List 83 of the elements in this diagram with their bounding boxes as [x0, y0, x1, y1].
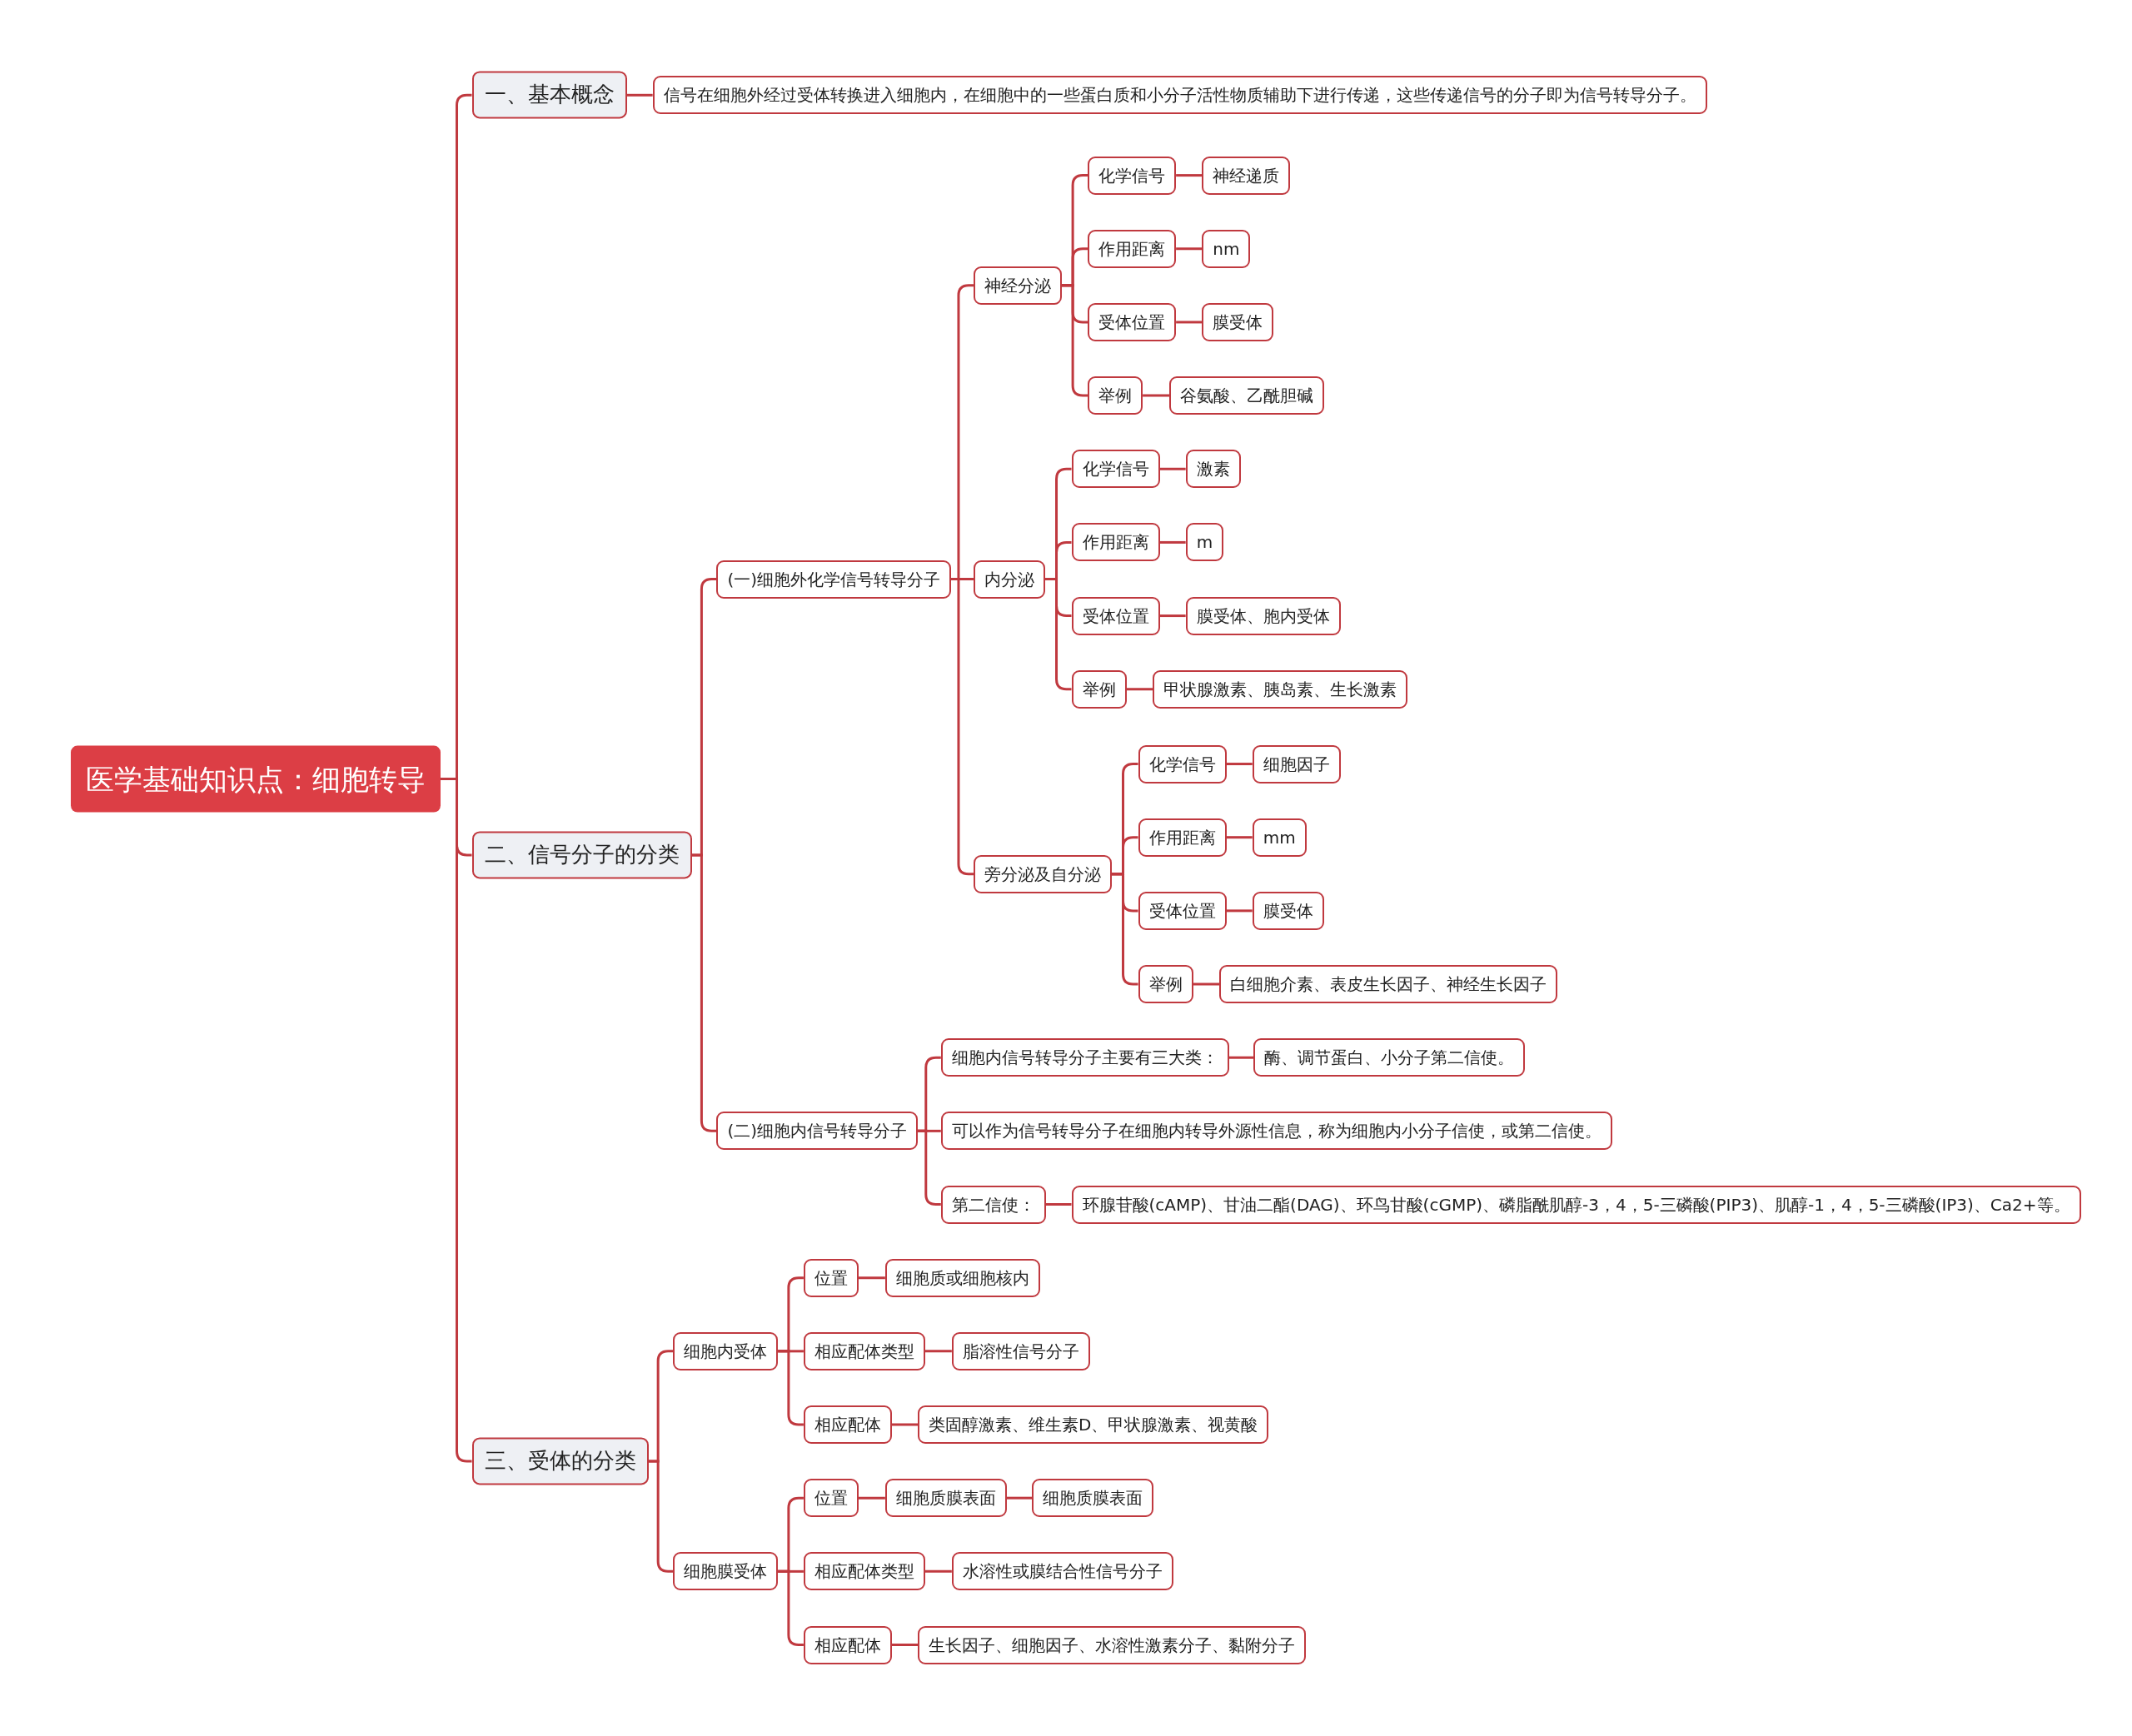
topic-box: 作用距离	[1138, 818, 1227, 857]
topic-box: 化学信号	[1138, 744, 1227, 783]
topic-box: (一)细胞外化学信号转导分子	[716, 560, 951, 599]
topic-box: 作用距离	[1071, 523, 1160, 562]
central-topic: 医学基础知识点：细胞转导	[70, 745, 441, 813]
topic-box: 细胞因子	[1252, 744, 1341, 783]
topic-box: 神经递质	[1202, 156, 1291, 195]
connector-line	[1228, 1056, 1254, 1059]
topic-box: 生长因子、细胞因子、水溶性激素分子、黏附分子	[918, 1625, 1307, 1664]
connector-line	[1159, 540, 1186, 544]
main-topic-box: 一、基本概念	[471, 71, 627, 119]
topic-box: 细胞质或细胞核内	[884, 1258, 1040, 1297]
topic-box: nm	[1202, 229, 1251, 268]
topic-box: 水溶性或膜结合性信号分子	[951, 1552, 1173, 1591]
connector-line	[924, 1350, 952, 1353]
topic-box: 相应配体类型	[803, 1331, 925, 1370]
connector-line	[1176, 321, 1203, 324]
topic-box: 举例	[1138, 965, 1193, 1004]
topic-box: 膜受体	[1252, 891, 1324, 930]
topic-box: 白细胞介素、表皮生长因子、神经生长因子	[1219, 965, 1558, 1004]
topic-box: 受体位置	[1088, 302, 1177, 341]
topic-box: 谷氨酸、乙酰胆碱	[1169, 376, 1325, 415]
topic-box: 膜受体、胞内受体	[1185, 596, 1341, 635]
topic-box: 细胞质膜表面	[884, 1479, 1007, 1518]
topic-box: mm	[1252, 818, 1307, 857]
connector-line	[778, 1350, 804, 1426]
topic-box: 细胞内受体	[673, 1331, 779, 1370]
connector-line	[1111, 873, 1138, 986]
connector-line	[1045, 1203, 1072, 1206]
topic-box: 化学信号	[1088, 156, 1177, 195]
topic-box: 酶、调节蛋白、小分子第二信使。	[1253, 1038, 1526, 1077]
topic-box: 作用距离	[1088, 229, 1177, 268]
connector-line	[858, 1276, 885, 1280]
connector-line	[1061, 284, 1088, 397]
connector-line	[1193, 982, 1220, 986]
topic-box: 相应配体	[803, 1405, 892, 1444]
topic-box: 神经分泌	[973, 266, 1062, 305]
topic-box: 细胞膜受体	[673, 1552, 779, 1591]
topic-box: 激素	[1185, 450, 1241, 489]
connector-line	[626, 93, 653, 97]
topic-box: 第二信使：	[940, 1185, 1046, 1224]
connector-line	[1159, 614, 1186, 618]
topic-box: 类固醇激素、维生素D、甲状腺激素、视黄酸	[918, 1405, 1269, 1444]
connector-line	[1226, 836, 1253, 839]
connector-line	[1126, 688, 1153, 691]
topic-box: 甲状腺激素、胰岛素、生长激素	[1153, 669, 1408, 709]
topic-box: 细胞内信号转导分子主要有三大类：	[940, 1038, 1229, 1077]
main-topic-box: 三、受体的分类	[471, 1437, 649, 1485]
connector-line	[891, 1423, 919, 1426]
connector-line	[858, 1496, 885, 1500]
connector-line	[891, 1644, 919, 1646]
connector-line	[1176, 247, 1203, 251]
topic-box: 位置	[803, 1258, 859, 1297]
topic-box: 内分泌	[973, 560, 1045, 599]
topic-box: 位置	[803, 1479, 859, 1518]
topic-box: (二)细胞内信号转导分子	[716, 1112, 918, 1151]
main-topic-box: 二、信号分子的分类	[471, 831, 692, 879]
connector-line	[648, 1460, 674, 1573]
topic-box: 举例	[1088, 376, 1143, 415]
topic-box: 相应配体	[803, 1625, 892, 1664]
topic-box: 旁分泌及自分泌	[973, 854, 1112, 893]
connector-line	[691, 853, 717, 1132]
topic-box: 脂溶性信号分子	[951, 1331, 1090, 1370]
connector-line	[1159, 467, 1186, 470]
topic-box: 受体位置	[1138, 891, 1227, 930]
connector-line	[1006, 1496, 1033, 1500]
topic-box: 环腺苷酸(cAMP)、甘油二酯(DAG)、环鸟甘酸(cGMP)、磷脂酰肌醇-3，4，5-三磷酸(PIP3)、肌醇-1，4，5-三磷酸(IP3)、Ca2+等。	[1071, 1185, 2081, 1224]
connector-line	[1176, 174, 1203, 177]
connector-line	[1226, 763, 1253, 766]
connector-line	[951, 578, 974, 876]
connector-line	[1143, 394, 1170, 397]
topic-box: 可以作为信号转导分子在细胞内转导外源性信息，称为细胞内小分子信使，或第二信使。	[940, 1112, 1612, 1151]
topic-box: 相应配体类型	[803, 1552, 925, 1591]
topic-box: 化学信号	[1071, 450, 1160, 489]
topic-box: 举例	[1071, 669, 1127, 709]
topic-box: 膜受体	[1202, 302, 1274, 341]
connector-line	[778, 1569, 804, 1646]
connector-line	[924, 1569, 952, 1573]
connector-line	[1226, 909, 1253, 913]
topic-box: m	[1185, 523, 1224, 562]
topic-box: 细胞质膜表面	[1032, 1479, 1154, 1518]
topic-box: 受体位置	[1071, 596, 1160, 635]
topic-box: 信号在细胞外经过受体转换进入细胞内，在细胞中的一些蛋白质和小分子活性物质辅助下进行传递，这些传递信号的分子即为信号转导分子。	[652, 76, 1707, 115]
